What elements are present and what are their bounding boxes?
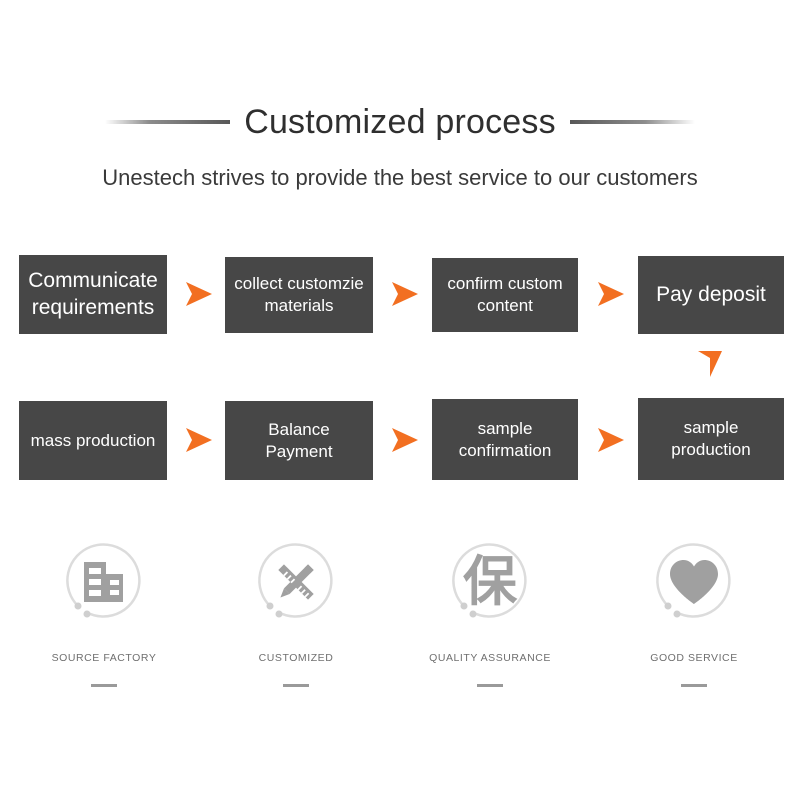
process-step-collect-customzie-materials[interactable]: collect customzie materials	[225, 257, 373, 333]
arrow-right-icon	[392, 282, 418, 306]
feature-quality-assurance[interactable]: 保 QUALITY ASSURANCE	[390, 520, 590, 720]
factory-icon	[56, 534, 152, 630]
feature-label: SOURCE FACTORY	[51, 652, 157, 664]
process-step-balance-payment[interactable]: Balance Payment	[225, 401, 373, 480]
feature-dash	[477, 684, 503, 687]
page-subtitle: Unestech strives to provide the best ser…	[102, 165, 698, 190]
feature-customized[interactable]: CUSTOMIZED	[196, 520, 396, 720]
process-step-mass-production[interactable]: mass production	[19, 401, 167, 480]
feature-ring: 保	[442, 534, 538, 630]
ring-arc-icon	[452, 543, 527, 618]
arrow-right-icon	[598, 282, 624, 306]
feature-source-factory[interactable]: SOURCE FACTORY	[4, 520, 204, 720]
arrow-right-icon	[392, 428, 418, 452]
guarantee-icon: 保	[442, 534, 538, 630]
feature-ring	[646, 534, 742, 630]
guarantee-glyph: 保	[463, 550, 517, 613]
ring-arc-icon	[656, 543, 731, 618]
feature-label: GOOD SERVICE	[650, 652, 738, 664]
feature-label: QUALITY ASSURANCE	[429, 652, 551, 664]
feature-good-service[interactable]: GOOD SERVICE	[594, 520, 794, 720]
page-header: Customized process Unestech strives to p…	[0, 0, 800, 220]
ring-arc-icon	[66, 543, 141, 618]
feature-dash	[91, 684, 117, 687]
page-title: Customized process	[244, 102, 556, 141]
pencil-ruler-icon	[248, 534, 344, 630]
feature-dash	[283, 684, 309, 687]
title-row: Customized process	[0, 96, 800, 148]
process-step-pay-deposit[interactable]: Pay deposit	[638, 256, 784, 334]
process-step-sample-confirmation[interactable]: sample confirmation	[432, 399, 578, 480]
feature-ring	[248, 534, 344, 630]
arrow-right-icon	[598, 428, 624, 452]
process-step-communicate-requirements[interactable]: Communicate requirements	[19, 255, 167, 334]
feature-label: CUSTOMIZED	[258, 652, 334, 664]
feature-dash	[681, 684, 707, 687]
arrow-down-icon	[698, 351, 722, 377]
ring-arc-icon	[258, 543, 333, 618]
arrow-right-icon	[186, 282, 212, 306]
feature-strip: SOURCE FACTORY	[0, 520, 800, 720]
title-divider-right	[569, 120, 695, 124]
title-divider-left	[105, 120, 231, 124]
heart-icon	[646, 534, 742, 630]
process-step-confirm-custom-content[interactable]: confirm custom content	[432, 258, 578, 332]
arrow-right-icon	[186, 428, 212, 452]
process-step-sample-production[interactable]: sample production	[638, 398, 784, 480]
feature-ring	[56, 534, 152, 630]
